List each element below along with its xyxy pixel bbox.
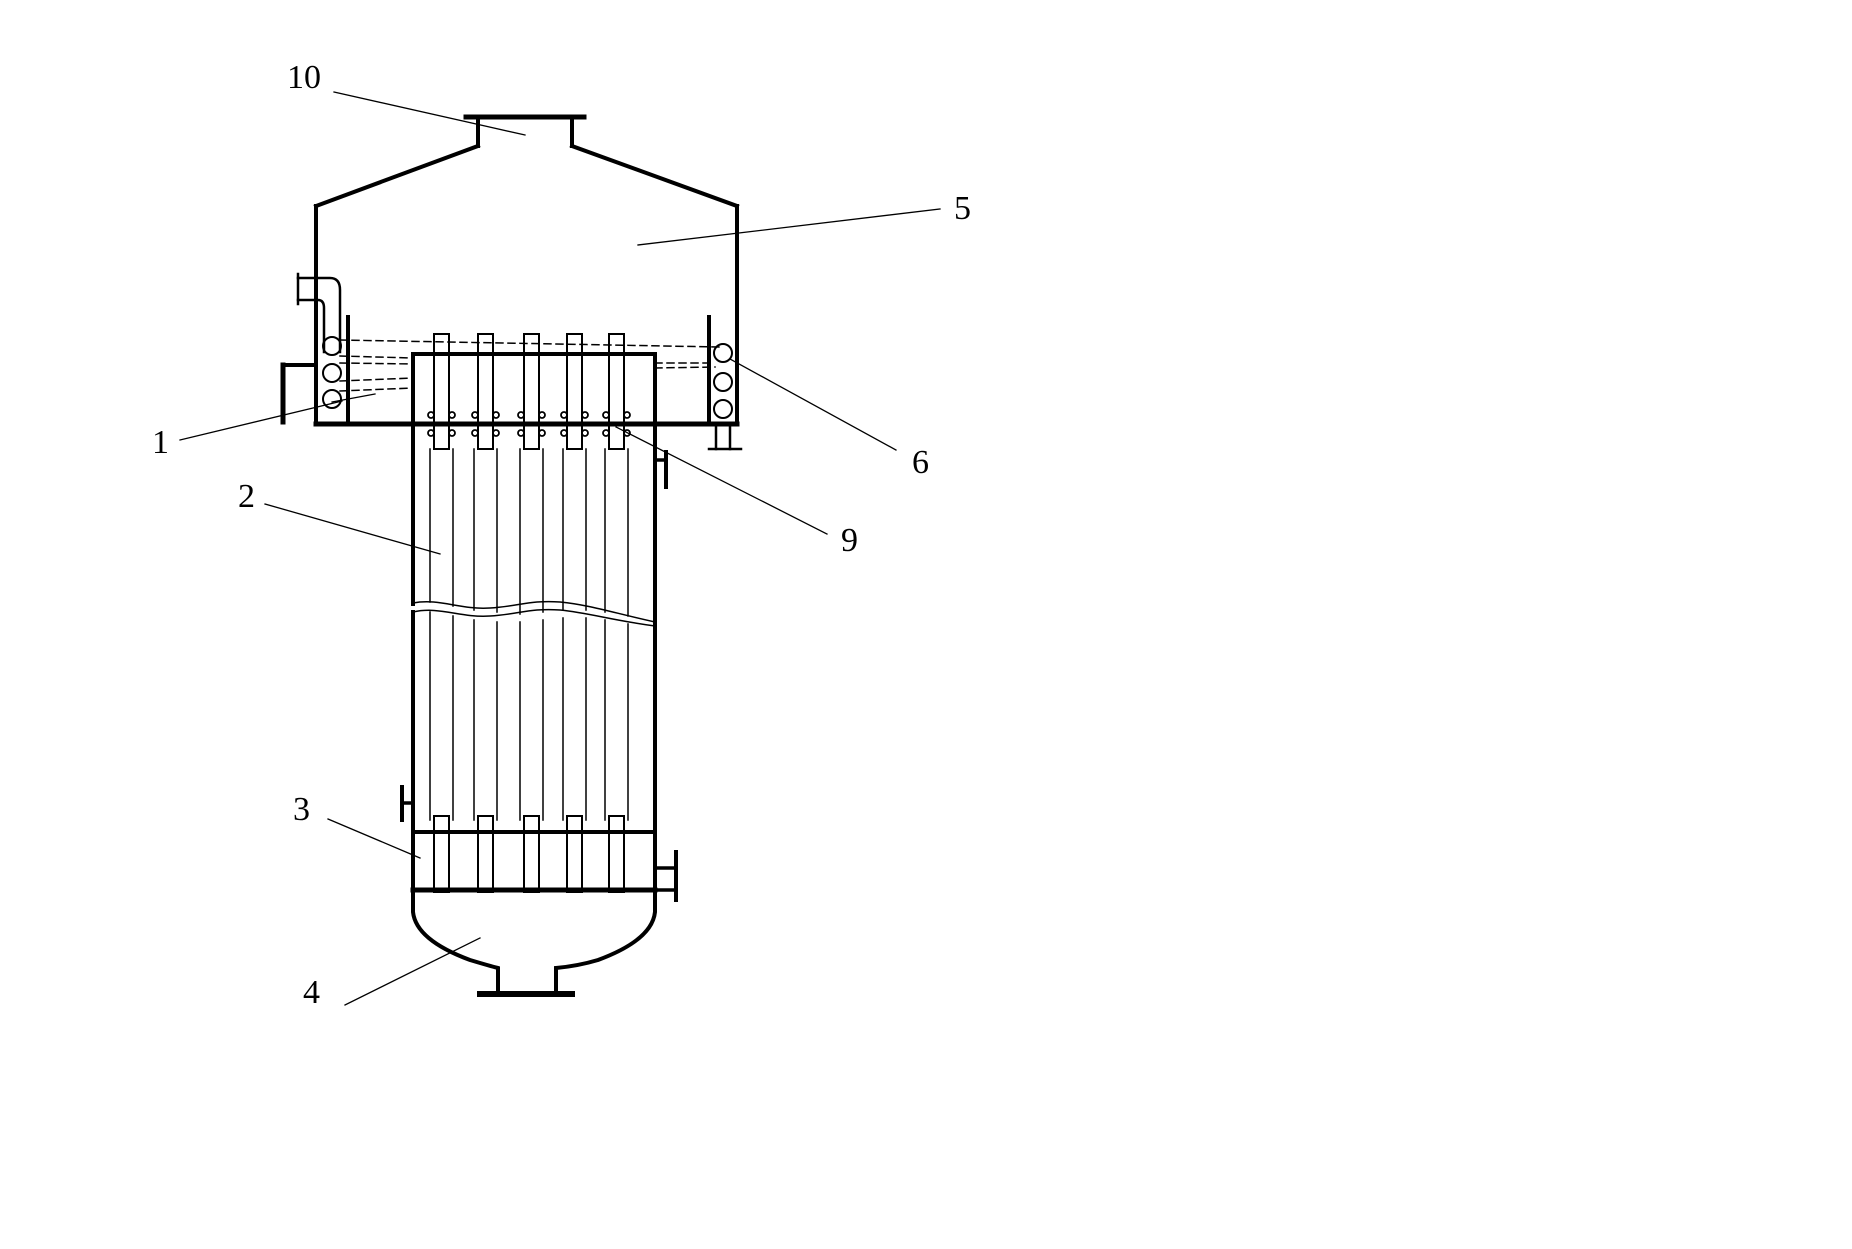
label-4: 4 — [303, 974, 320, 1011]
tubes-upper-section — [429, 448, 629, 617]
right-distributor-rings — [707, 343, 743, 451]
feed-inlet-pipe — [296, 272, 342, 354]
left-side-nozzle — [280, 362, 318, 425]
right-upper-nozzle — [653, 450, 668, 489]
label-6: 6 — [912, 444, 929, 481]
label-3: 3 — [293, 791, 310, 828]
break-line — [412, 600, 656, 627]
left-lower-nozzle — [400, 785, 415, 822]
lower-tube-sheet — [410, 830, 658, 893]
column-shell-lower — [411, 610, 657, 892]
dashed-distribution-lines — [339, 339, 720, 392]
upper-distributor-box — [411, 352, 657, 426]
label-9: 9 — [841, 522, 858, 559]
left-distributor-rings — [322, 336, 342, 409]
label-5: 5 — [954, 190, 971, 227]
tube-seal-rings — [427, 411, 631, 437]
tube-bundle-bottom — [433, 815, 625, 893]
leader-lines — [179, 91, 941, 1006]
weir-walls — [346, 315, 711, 426]
tube-bundle-top — [433, 333, 625, 450]
top-outlet-nozzle — [463, 114, 587, 148]
tubes-lower-section — [429, 611, 629, 821]
column-shell-upper — [411, 422, 657, 626]
label-10: 10 — [287, 59, 321, 96]
label-2: 2 — [238, 478, 255, 515]
label-1: 1 — [152, 424, 169, 461]
part-labels: 10 5 1 2 6 9 3 4 — [152, 59, 971, 1011]
right-lower-nozzle — [653, 850, 678, 902]
top-chamber-shell — [313, 143, 740, 426]
bottom-head — [411, 888, 657, 992]
